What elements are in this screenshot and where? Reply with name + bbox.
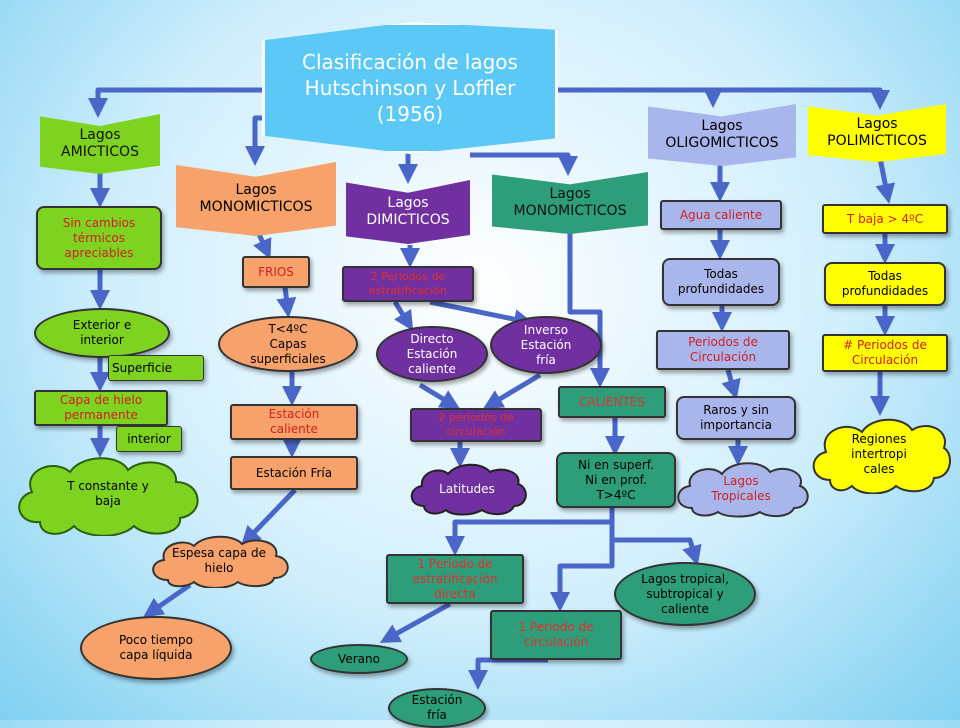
one-direct-stratification-period: 1 Periodo de estratificación directa [386,554,524,604]
polimicticos-all-depths: Todas profundidades [824,262,946,306]
monomicticos-estacion-caliente: Estación caliente [230,404,358,440]
arrow-title-monomicticos-frios [245,115,265,166]
arrow-title-oligo-poli [558,87,890,110]
thick-ice-cloud: Espesa capa de hielo [146,534,292,588]
arrow-title-monomicticos-calientes [470,152,578,176]
arrow-mc-7 [468,657,548,690]
one-circulation-period: 1 Periodo de circulación [490,610,622,660]
arrow-oli-4 [721,369,741,400]
lagos-tropicales: Lagos Tropicales [711,474,771,503]
calientes-temp-above-4: Ni en superf. Ni en prof. T>4ºC [556,452,676,508]
dimicticos-two-stratification-periods: 2 Periodos de estratificación [342,266,474,302]
monomicticos-frios-label: FRIOS [242,256,310,288]
arrow-dim-2 [392,300,414,332]
estacion-fria-calientes: Estación fría [388,688,486,728]
cloud-shape [18,457,199,536]
arrow-mc-5 [550,540,615,612]
cloud-shape [812,418,951,494]
oligomicticos-circulation-periods: Periodos de Circulación [656,330,790,370]
amicticos-superficie-label: Superficie [108,355,204,381]
arrow-dim-3 [429,299,534,329]
arrow-mf-5 [240,488,297,547]
oligomicticos-agua-caliente: Agua caliente [660,200,782,230]
arrow-mf-2 [276,286,297,318]
arrow-mc-6 [379,601,452,643]
cloud-shape [152,535,289,588]
amicticos-constant-low-temp: T constante y baja [67,479,149,508]
arrow-mf-6 [143,582,192,618]
amicticos-interior-label: interior [116,426,182,452]
diagram-title: Clasificación de lagos Hutschinson y Lof… [262,22,558,154]
arrow-title-amicticos [88,87,262,118]
thick-ice-layer: Espesa capa de hielo [172,546,266,575]
latitudes: Latitudes [439,481,495,496]
polimicticos-header: Lagos POLIMICTICOS [808,104,946,162]
monomicticos-temp-below-4: T<4ºC Capas superficiales [218,316,358,372]
amicticos-constant-low-temp-cloud: T constante y baja [10,452,206,536]
monomicticos-estacion-fria: Estación Fría [230,456,358,490]
calientes-label: CALIENTES [558,386,666,418]
cloud-shape [677,462,809,518]
oligomicticos-all-depths: Todas profundidades [662,258,780,306]
amicticos-exterior-interior: Exterior e interior [34,308,170,358]
amicticos-no-thermal-changes: Sin cambios térmicos apreciables [36,206,162,270]
arrow-dim-5 [482,372,542,410]
lagos-tropicales-cloud: Lagos Tropicales [672,460,810,518]
tropical-subtropical-lakes: Lagos tropical, subtropical y caliente [614,562,756,626]
polimicticos-low-temp: T baja > 4ºC [822,204,948,234]
intertropical-regions: Regiones intertropi cales [851,431,907,476]
verano: Verano [310,644,408,674]
intertropical-regions-cloud: Regiones intertropi cales [806,414,952,494]
short-liquid-layer: Poco tiempo capa líquida [80,616,232,680]
arrow-mc-4 [609,522,702,566]
cloud-shape [410,463,527,516]
arrow-dim-4 [418,382,461,410]
dimicticos-direct-warm-season: Directo Estación caliente [376,326,488,382]
arrow-mc-3 [445,508,615,556]
amicticos-permanent-ice: Capa de hielo permanente [34,390,168,426]
oligomicticos-rare: Raros y sin importancia [676,396,796,440]
arrow-pol-1 [875,157,896,204]
dimicticos-inverse-cold-season: Inverso Estación fría [490,316,602,374]
arrow-mf-1 [253,230,272,260]
polimicticos-circulation-periods: # Periodos de Circulación [822,334,948,372]
dimicticos-two-circulation-periods: 2 periodos de circulación [410,408,542,442]
latitudes-cloud: Latitudes [406,462,528,516]
